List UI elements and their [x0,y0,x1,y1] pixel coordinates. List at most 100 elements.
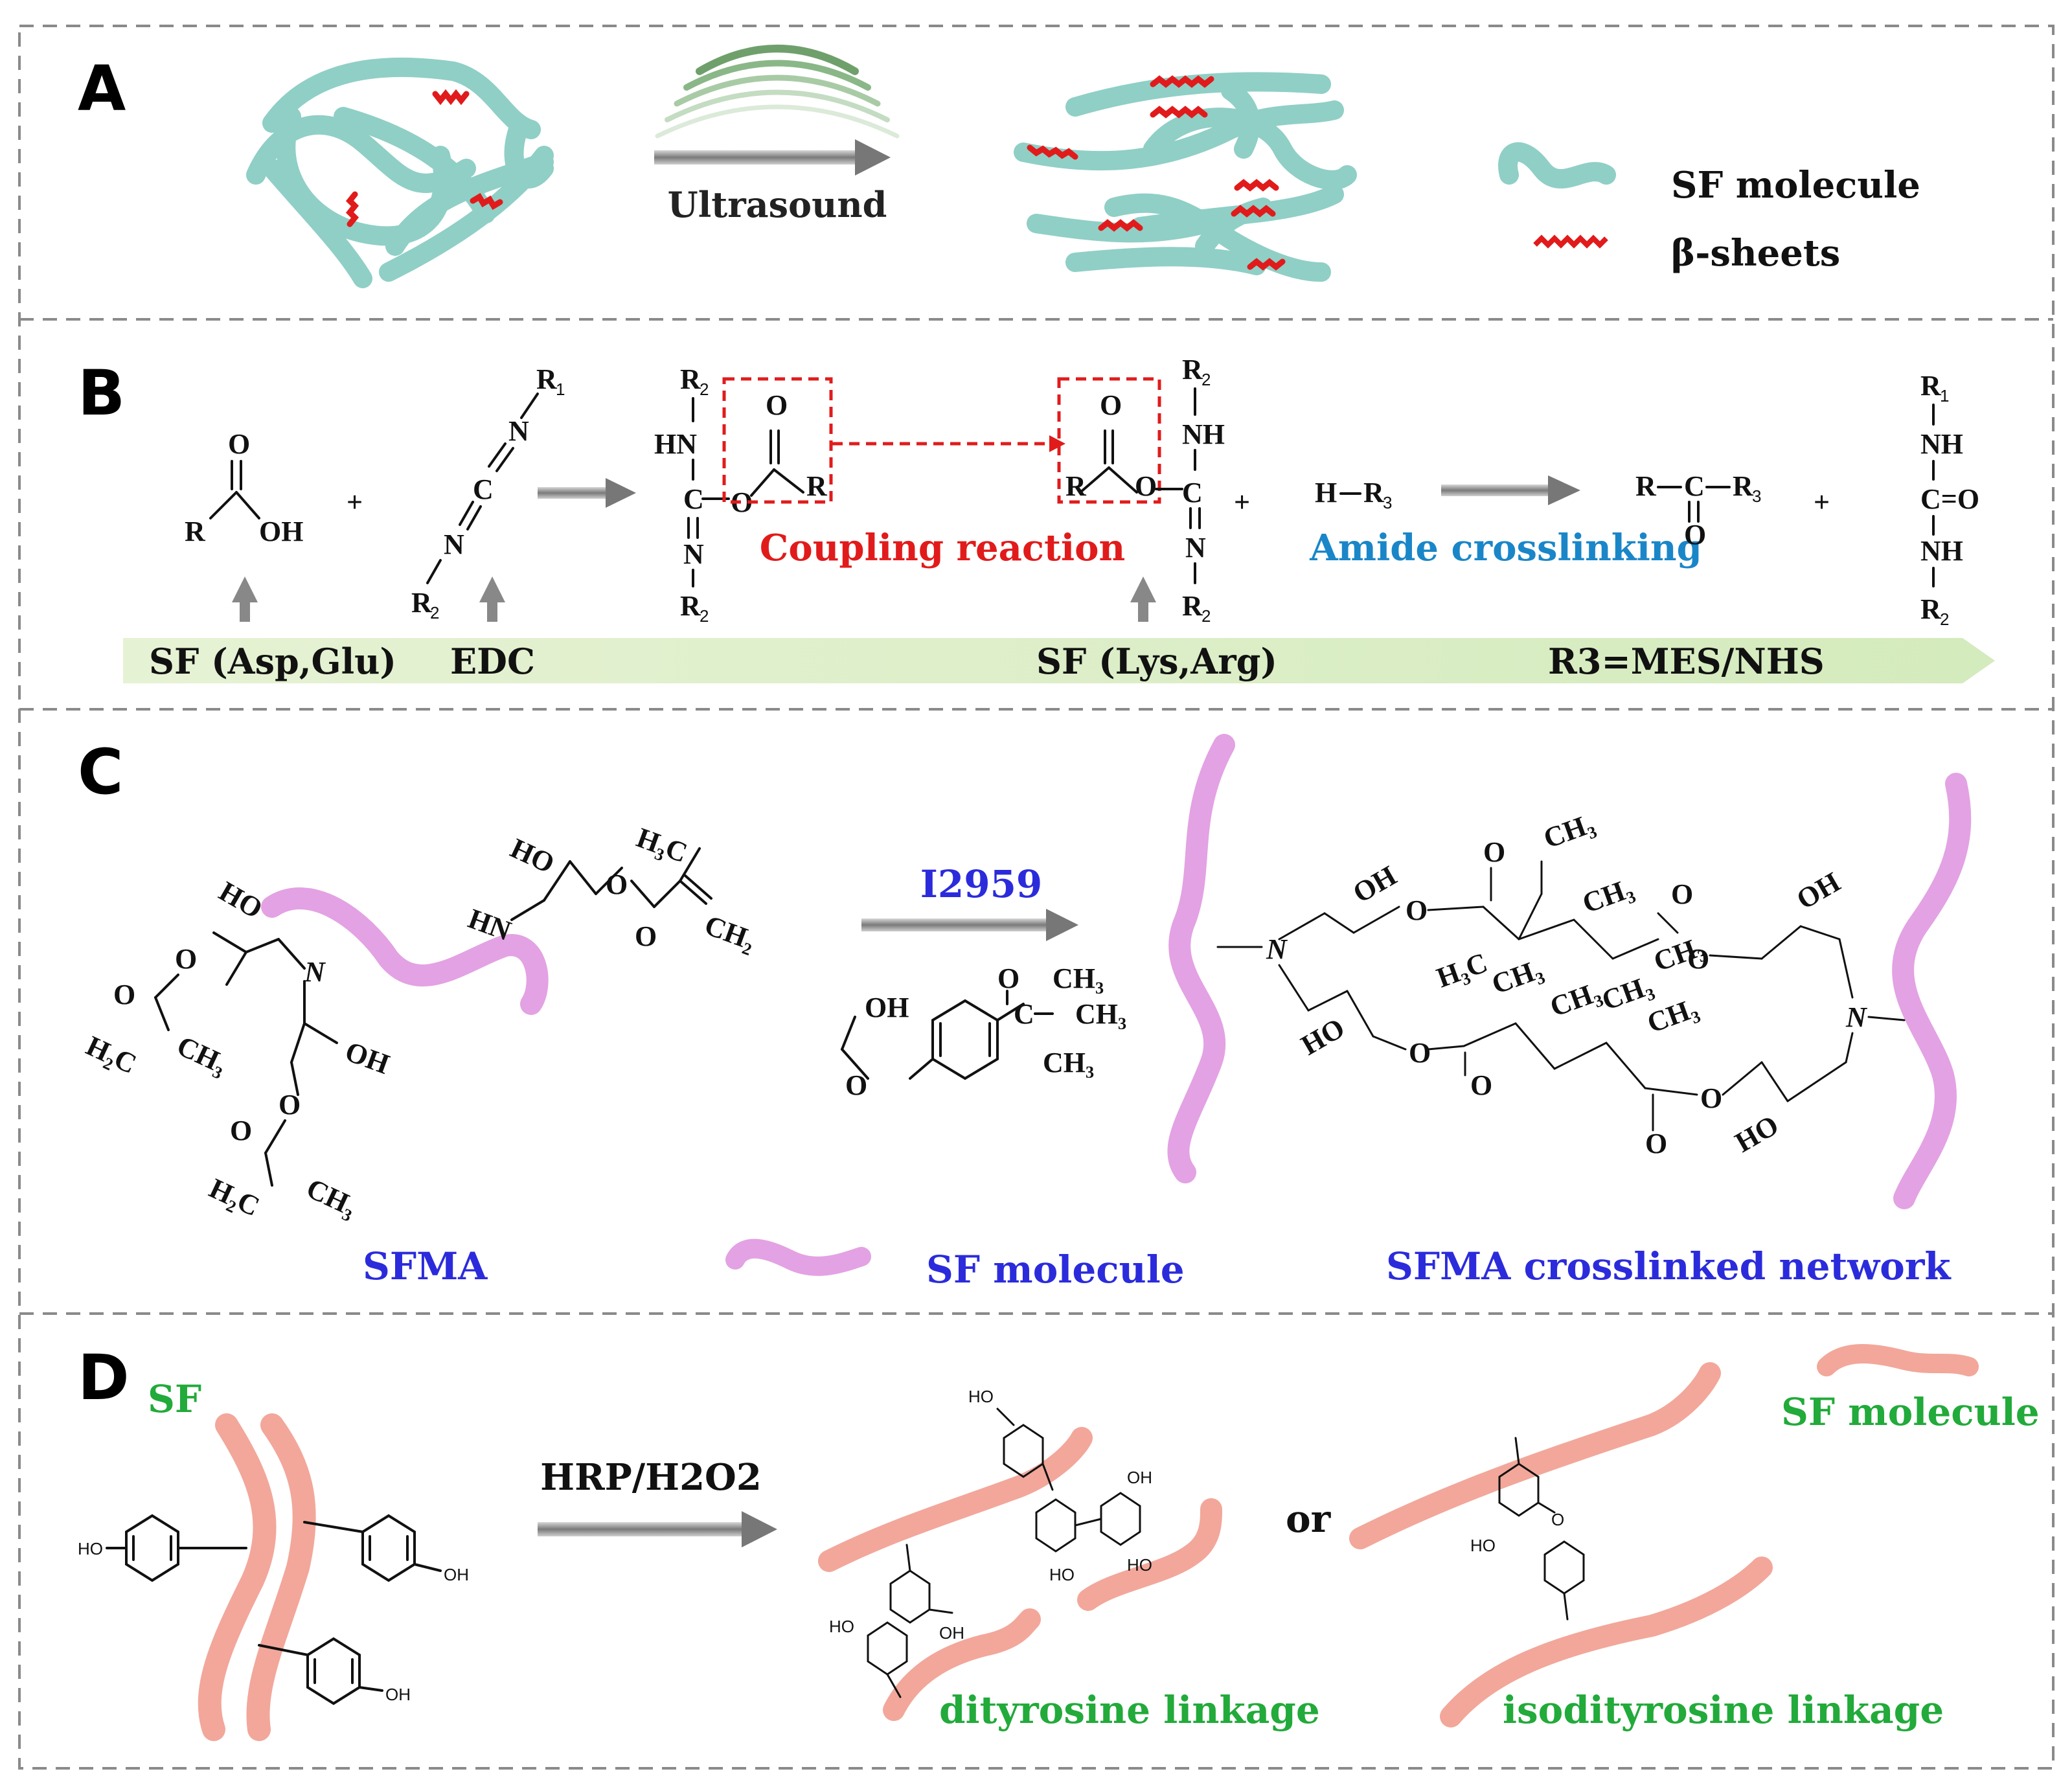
svg-text:HO: HO [506,832,560,880]
svg-text:2: 2 [1201,370,1211,389]
reaction-arrow-2 [1441,475,1580,505]
isodityrosine-label: isodityrosine linkage [1503,1688,1944,1732]
edc-label: EDC [450,641,535,682]
svg-text:O: O [1700,1082,1722,1114]
svg-text:CH₃: CH₃ [172,1030,232,1080]
svg-text:O: O [1684,519,1706,551]
svg-text:NH: NH [1920,428,1963,460]
svg-text:O: O [230,1115,252,1146]
svg-text:O: O [1687,943,1709,975]
reaction-arrow-1 [538,478,636,508]
svg-text:O: O [279,1089,301,1121]
svg-text:R: R [1733,470,1754,502]
svg-text:HO: HO [1730,1109,1784,1159]
plus-sign: + [347,486,363,518]
edc-structure: R 1 N C N R 2 [411,363,565,622]
svg-text:N: N [444,529,464,560]
svg-text:O: O [606,869,628,900]
svg-text:R: R [806,470,828,502]
svg-text:R: R [536,363,558,395]
hrp-h2o2-label: HRP/H2O2 [540,1456,762,1499]
dityrosine-chains [818,1427,1222,1721]
panel-label-d: D [78,1341,130,1414]
svg-text:R: R [185,516,206,547]
o-acylisourea-intermediate: R 2 HN C O N R 2 O R [654,363,828,626]
svg-text:H₂C: H₂C [82,1030,141,1080]
legend-sf-molecule-label-c: SF molecule [926,1248,1185,1292]
svg-text:O: O [1551,1510,1564,1529]
ultrasound-label: Ultrasound [668,184,887,225]
isodityrosine-structure: HO O [1470,1437,1585,1621]
svg-text:O: O [1406,895,1428,926]
svg-text:R: R [1920,370,1942,402]
legend-sf-molecule-swatch [1498,142,1616,188]
legend-beta-sheets-label: β-sheets [1671,232,1840,275]
svg-text:O: O [1470,1069,1492,1101]
sfma-network-label: SFMA crosslinked network [1386,1244,1952,1288]
tyrosine-residues: HO OH OH [78,1514,469,1705]
svg-text:2: 2 [430,603,439,622]
sfma-sf-chain [261,887,549,1015]
svg-text:O: O [1645,1128,1667,1159]
svg-text:CH₃: CH₃ [1488,953,1547,1000]
svg-text:C: C [1014,998,1034,1030]
svg-text:H₃C: H₃C [1433,946,1492,994]
svg-text:H: H [1315,477,1337,508]
svg-text:H₃C: H₃C [633,821,692,869]
svg-text:HN: HN [654,428,697,460]
legend-sf-molecule-label-d: SF molecule [1781,1390,2040,1434]
sf-asp-glu-label: SF (Asp,Glu) [149,641,396,682]
svg-text:C=O: C=O [1920,483,1979,515]
dityrosine-structure: HO OH HO HO OH HO [829,1387,1152,1698]
plus-sign: + [1814,486,1830,518]
svg-text:R: R [1182,590,1203,622]
svg-text:O: O [635,920,657,952]
highlight-box-right [1057,377,1161,504]
svg-text:CH₂: CH₂ [701,909,760,956]
svg-text:O: O [1671,878,1693,910]
svg-text:N: N [683,538,704,570]
svg-text:N: N [508,415,529,447]
acyl-lys-arg-intermediate: O R O C R 2 NH N R 2 [1065,354,1225,626]
amide-product: R C R 3 O [1635,470,1761,551]
svg-text:R: R [1065,470,1087,502]
svg-text:2: 2 [700,606,709,626]
dityrosine-label: dityrosine linkage [939,1688,1320,1732]
svg-text:O: O [997,963,1019,994]
svg-text:C: C [1684,470,1705,502]
pointer-arrows-b [232,576,1156,622]
legend-sf-molecule-swatch-c [725,1238,871,1276]
svg-text:2: 2 [700,380,709,399]
svg-text:2: 2 [1201,606,1211,626]
svg-text:OH: OH [1127,1468,1152,1487]
svg-text:C: C [1182,477,1203,508]
svg-text:OH: OH [1348,860,1402,909]
svg-text:HO: HO [1296,1012,1350,1062]
svg-text:OH: OH [1792,866,1846,916]
coupling-reaction-label: Coupling reaction [760,527,1125,569]
svg-text:HO: HO [968,1387,994,1406]
photoinitiator-arrow [861,909,1078,941]
svg-text:R: R [1363,477,1385,508]
green-process-band [123,638,1995,683]
svg-text:N: N [1845,1001,1868,1033]
legend-a: SF molecule β-sheets [1498,142,1920,275]
svg-text:1: 1 [556,380,565,399]
svg-text:O: O [228,428,250,460]
svg-text:O: O [1409,1037,1431,1069]
panel-label-c: C [78,736,123,808]
svg-text:CH₃: CH₃ [1075,998,1126,1030]
panel-label-b: B [78,357,125,429]
svg-text:N: N [304,956,326,988]
legend-beta-sheet-swatch [1533,234,1608,249]
svg-text:R: R [1635,470,1657,502]
sf-network-after [1014,72,1357,282]
isodityrosine-chains [1349,1362,1773,1727]
ultrasound-waves-icon [655,45,900,139]
svg-text:3: 3 [1383,493,1392,512]
amine-reagent: H R 3 [1315,477,1392,512]
panel-label-a: A [78,52,126,125]
urea-byproduct: R 1 NH C=O NH R 2 [1920,370,1979,629]
